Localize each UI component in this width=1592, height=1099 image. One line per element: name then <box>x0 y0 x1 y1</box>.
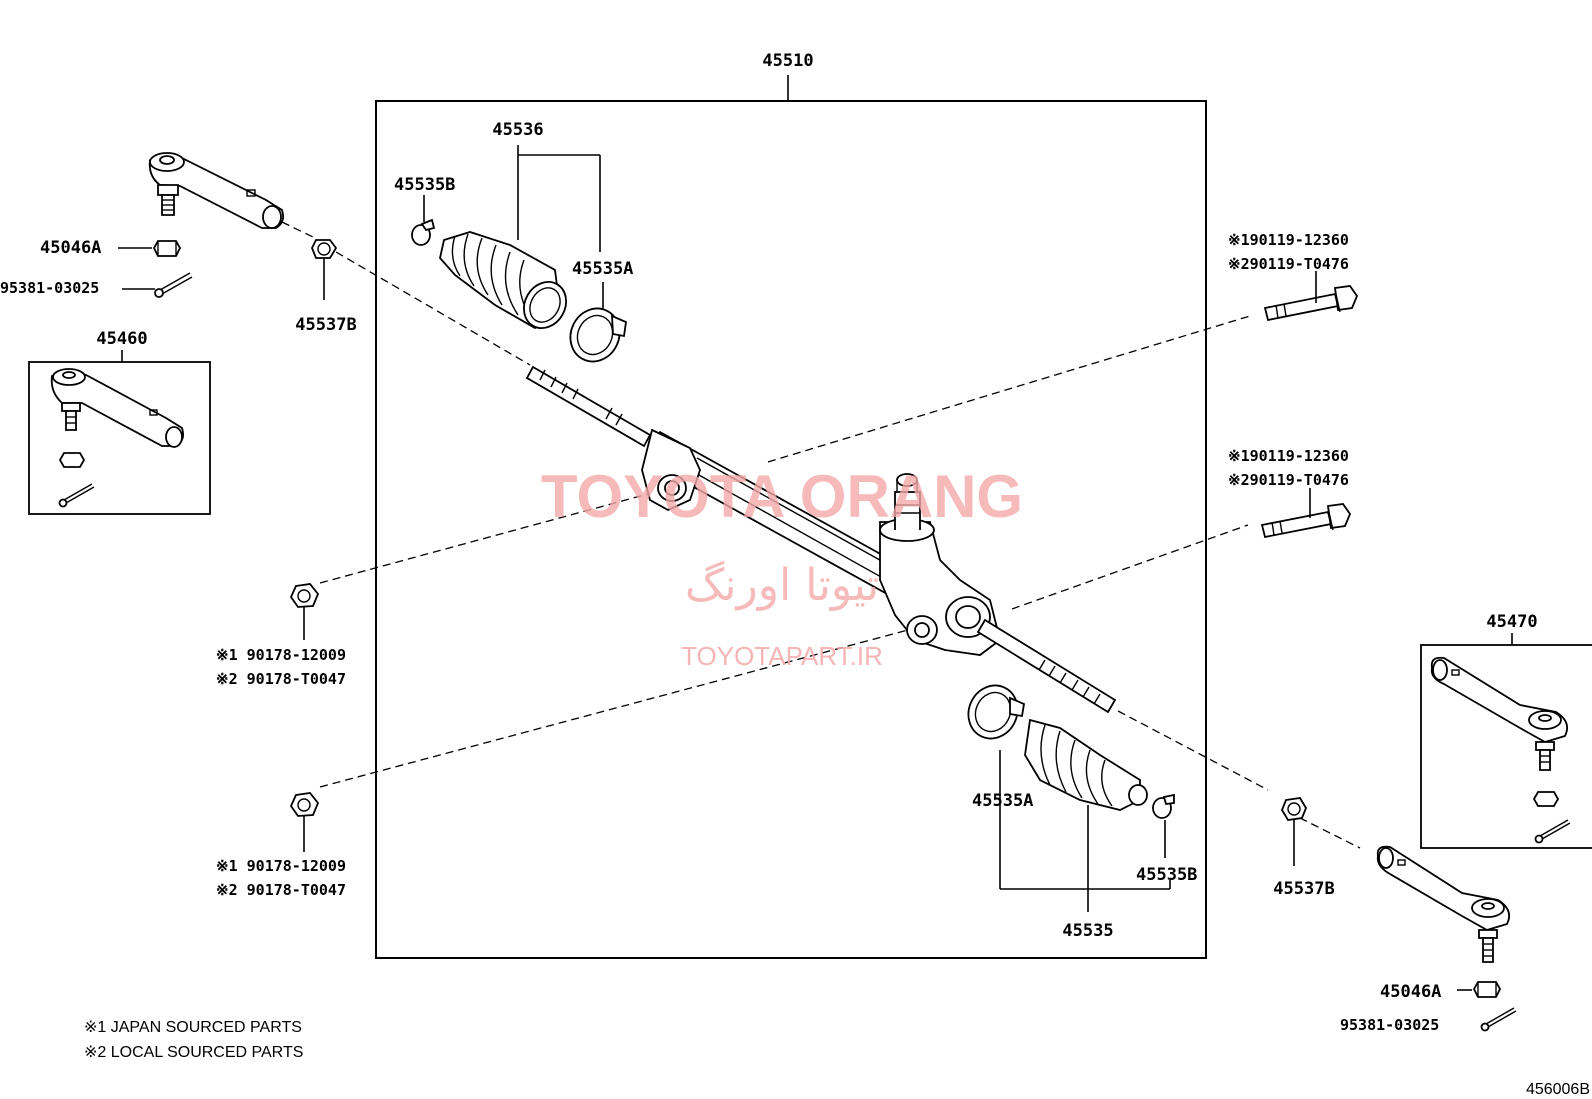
label-bolt-upper-1: ※190119-12360 <box>1228 231 1349 249</box>
watermark-url: TOYOTAPART.IR <box>681 641 883 671</box>
label-nut-right: 45046A <box>1380 982 1441 1002</box>
label-clamp-large-left: 45535A <box>572 259 633 279</box>
kit-box-right <box>1420 644 1592 849</box>
kit-box-left <box>28 361 211 515</box>
label-tie-rod-end-right-kit: 45470 <box>1486 612 1537 632</box>
clamp-large-left <box>569 307 627 363</box>
label-clamp-small-right: 45535B <box>1136 865 1197 885</box>
footnote-1: ※1 JAPAN SOURCED PARTS <box>84 1019 302 1036</box>
label-pin-left: 95381-03025 <box>0 279 99 297</box>
bolt-lower <box>1260 503 1352 539</box>
label-clamp-large-right: 45535A <box>972 791 1033 811</box>
label-bolt-lower-1: ※190119-12360 <box>1228 447 1349 465</box>
boot-right <box>1024 718 1148 811</box>
steering-rack <box>525 365 1117 714</box>
cotter-pin-left <box>154 272 193 298</box>
nut-lower <box>289 792 320 817</box>
label-nut-lower-2: ※2 90178-T0047 <box>216 881 346 899</box>
boot-left <box>439 231 567 330</box>
bolt-upper <box>1263 285 1359 322</box>
label-lock-nut-left: 45537B <box>295 315 356 335</box>
label-assembly: 45510 <box>762 51 813 71</box>
figure-code: 456006B <box>1526 1081 1590 1098</box>
label-boot-kit-right: 45535 <box>1062 921 1113 941</box>
label-nut-upper-1: ※1 90178-12009 <box>216 646 346 664</box>
tie-rod-end-right <box>1376 845 1510 963</box>
tie-rod-end-right-kit-part <box>1430 656 1571 844</box>
label-nut-upper-2: ※2 90178-T0047 <box>216 670 346 688</box>
label-nut-left: 45046A <box>40 238 101 258</box>
nut-right <box>1472 981 1502 998</box>
label-clamp-small-left: 45535B <box>394 175 455 195</box>
lock-nut-left <box>311 239 338 259</box>
label-pin-right: 95381-03025 <box>1340 1016 1439 1034</box>
tie-rod-end-left-kit-part <box>50 368 185 508</box>
nut-left <box>152 240 182 257</box>
cotter-pin-right <box>1480 1007 1517 1032</box>
footnote-2: ※2 LOCAL SOURCED PARTS <box>84 1044 303 1061</box>
lock-nut-right <box>1280 797 1308 821</box>
clamp-small-left <box>411 218 436 246</box>
label-boot-kit-left: 45536 <box>492 120 543 140</box>
tie-rod-end-left <box>148 152 285 229</box>
label-nut-lower-1: ※1 90178-12009 <box>216 857 346 875</box>
watermark-persian: تیوتا اورنگ <box>685 560 879 611</box>
watermark-title: TOYOTA ORANG <box>541 463 1023 530</box>
clamp-large-right <box>967 684 1026 740</box>
label-bolt-upper-2: ※290119-T0476 <box>1228 255 1349 273</box>
nut-upper <box>289 583 320 608</box>
label-tie-rod-end-left-kit: 45460 <box>96 329 147 349</box>
label-lock-nut-right: 45537B <box>1273 879 1334 899</box>
assembly-frame <box>375 100 1207 959</box>
label-bolt-lower-2: ※290119-T0476 <box>1228 471 1349 489</box>
clamp-small-right <box>1152 793 1175 819</box>
